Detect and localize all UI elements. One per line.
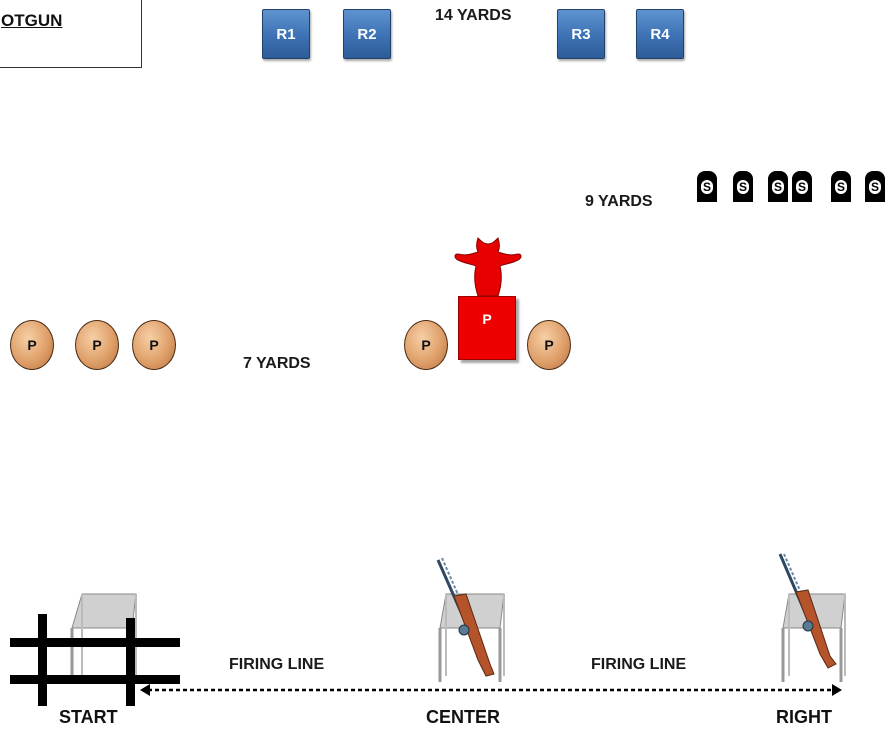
shotgun-target-label: S — [796, 179, 808, 194]
rifle-target-r3: R3 — [557, 9, 605, 59]
shotgun-target-label: S — [835, 179, 847, 194]
shotgun-target-4: S — [792, 171, 812, 202]
station-right-label: RIGHT — [776, 707, 832, 727]
shotgun-target-label: S — [772, 179, 784, 194]
pistol-target-center-1: P — [404, 320, 448, 370]
red-box-target: P — [458, 296, 516, 360]
shotgun-target-5: S — [831, 171, 851, 202]
pistol-target-left-1: P — [10, 320, 54, 370]
shotgun-label: OTGUN — [1, 11, 63, 30]
shotgun-label-box: OTGUN — [0, 0, 142, 68]
shotgun-target-label: S — [737, 179, 749, 194]
shotgun-target-label: S — [869, 179, 881, 194]
shotgun-target-label: S — [701, 179, 713, 194]
pistol-target-left-3: P — [132, 320, 176, 370]
shotgun-target-2: S — [733, 171, 753, 202]
rifle-distance-label: 14 YARDS — [435, 7, 512, 24]
firing-line-label-left: FIRING LINE — [229, 656, 325, 673]
shotgun-target-3: S — [768, 171, 788, 202]
rifle-center-icon — [436, 557, 495, 677]
pistol-distance-label: 7 YARDS — [243, 355, 311, 372]
start-marker-icon — [10, 614, 180, 706]
station-start-label: START — [59, 707, 118, 727]
rifle-target-r1: R1 — [262, 9, 310, 59]
rifle-target-r4: R4 — [636, 9, 684, 59]
station-center-label: CENTER — [426, 707, 501, 727]
rifle-target-r2: R2 — [343, 9, 391, 59]
firing-line-arrow — [140, 684, 842, 696]
pistol-target-center-2: P — [527, 320, 571, 370]
shotgun-target-1: S — [697, 171, 717, 202]
pistol-target-left-2: P — [75, 320, 119, 370]
firing-line-label-right: FIRING LINE — [591, 656, 687, 673]
shotgun-target-6: S — [865, 171, 885, 202]
shotgun-distance-label: 9 YARDS — [585, 193, 653, 210]
red-silhouette-target-icon — [454, 237, 522, 297]
rifle-right-icon — [778, 553, 837, 669]
